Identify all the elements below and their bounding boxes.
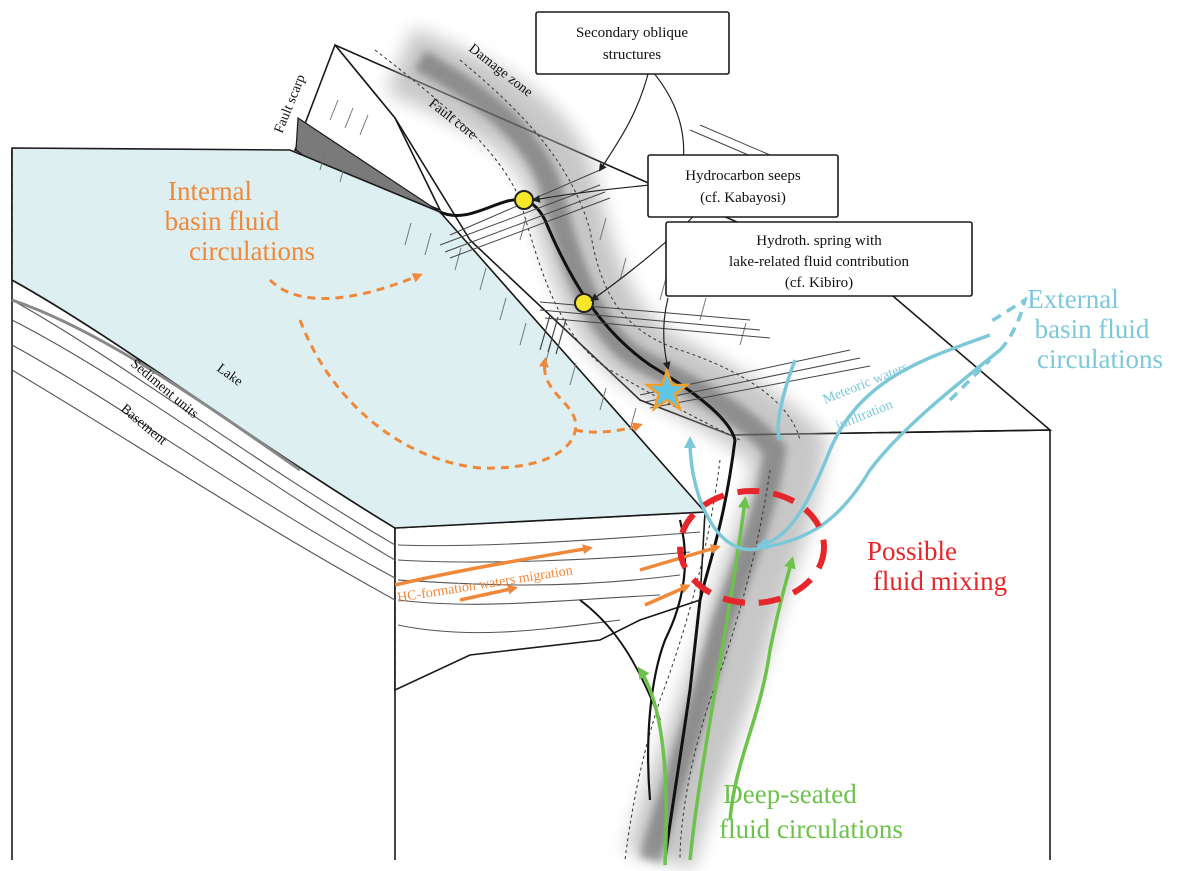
- heading-external-1: External: [1027, 284, 1118, 314]
- sediment-layers-front: [397, 531, 701, 634]
- heading-internal: Internal basin fluid circulations: [165, 176, 315, 266]
- callout-seeps-line2: (cf. Kabayosi): [700, 190, 786, 206]
- seep-point-2: [574, 293, 594, 313]
- heading-external-2: basin fluid: [1035, 314, 1150, 344]
- label-basement: Basement: [117, 402, 169, 449]
- heading-internal-3: circulations: [189, 236, 315, 266]
- external-fluid-arrows: [684, 333, 1002, 552]
- sediment-layers-left: [11, 298, 396, 601]
- callout-spring-line1: Hydroth. spring with: [756, 233, 882, 249]
- heading-mixing-1: Possible: [867, 536, 957, 566]
- fracture-hatches: [319, 99, 747, 431]
- callout-spring-line2: lake-related fluid contribution: [729, 254, 909, 270]
- callout-secondary: Secondary oblique structures: [535, 11, 730, 75]
- heading-internal-1: Internal: [168, 176, 252, 206]
- internal-fluid-arrows: [268, 273, 643, 470]
- callout-spring: Hydroth. spring with lake-related fluid …: [665, 221, 973, 297]
- heading-deep-1: Deep-seated: [723, 779, 857, 809]
- mixing-ellipse: [677, 488, 827, 606]
- heading-external: External basin fluid circulations: [1027, 284, 1163, 374]
- heading-mixing-2: fluid mixing: [873, 566, 1007, 596]
- callout-secondary-line2: structures: [603, 47, 661, 63]
- heading-mixing: Possible fluid mixing: [867, 536, 1007, 596]
- heading-internal-2: basin fluid: [165, 206, 280, 236]
- callout-seeps: Hydrocarbon seeps (cf. Kabayosi): [647, 154, 839, 218]
- callout-secondary-line1: Secondary oblique: [576, 25, 688, 41]
- heading-deep-2: fluid circulations: [719, 814, 903, 844]
- heading-deep: Deep-seated fluid circulations: [719, 779, 903, 844]
- damage-zone-shading: [386, 27, 828, 869]
- callout-seeps-line1: Hydrocarbon seeps: [685, 168, 801, 184]
- callout-spring-line3: (cf. Kibiro): [785, 275, 853, 291]
- seep-point-1: [514, 190, 534, 210]
- heading-external-3: circulations: [1037, 344, 1163, 374]
- spring-star-icon: [643, 367, 691, 413]
- fault-scarp-face: [293, 43, 442, 212]
